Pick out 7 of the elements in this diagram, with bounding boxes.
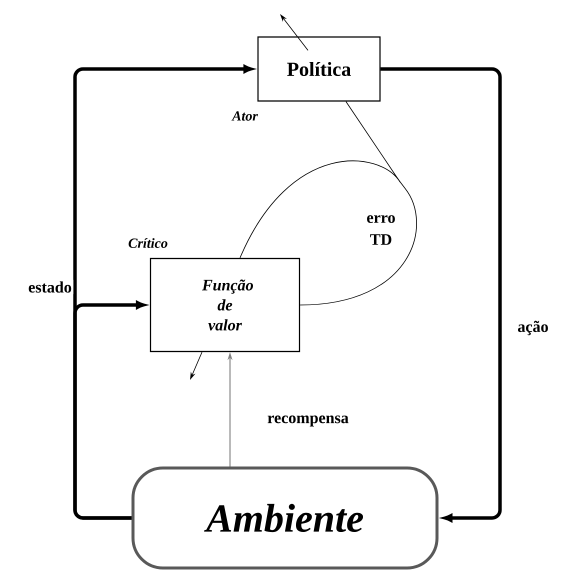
edge-label: ação xyxy=(516,319,550,337)
edge-label: recompensa xyxy=(266,414,350,428)
edge-label: erro TD xyxy=(362,214,400,246)
policy-box: Política xyxy=(257,36,381,102)
edge-label: estado xyxy=(26,280,74,294)
environment-box: Ambiente xyxy=(132,466,438,570)
arrow xyxy=(380,67,502,522)
